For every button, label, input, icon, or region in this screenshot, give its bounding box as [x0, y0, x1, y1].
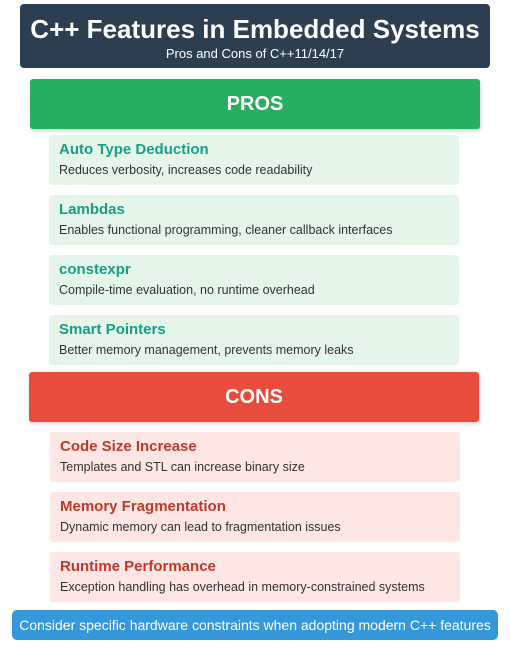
- pro-card-description: Reduces verbosity, increases code readab…: [59, 163, 313, 177]
- con-card-description: Exception handling has overhead in memor…: [60, 580, 425, 594]
- con-card-runtime-performance: Runtime Performance Exception handling h…: [50, 552, 460, 602]
- pro-card-title: Smart Pointers: [59, 321, 166, 338]
- con-card-title: Code Size Increase: [60, 438, 197, 455]
- con-card-memory-fragmentation: Memory Fragmentation Dynamic memory can …: [50, 492, 460, 542]
- pro-card-smart-pointers: Smart Pointers Better memory management,…: [49, 315, 459, 365]
- cons-heading: CONS: [29, 372, 479, 422]
- pro-card-constexpr: constexpr Compile-time evaluation, no ru…: [49, 255, 459, 305]
- pro-card-title: constexpr: [59, 261, 131, 278]
- con-card-code-size-increase: Code Size Increase Templates and STL can…: [50, 432, 460, 482]
- pro-card-description: Better memory management, prevents memor…: [59, 343, 354, 357]
- pro-card-title: Auto Type Deduction: [59, 141, 209, 158]
- footer-note: Consider specific hardware constraints w…: [12, 610, 498, 640]
- pro-card-description: Enables functional programming, cleaner …: [59, 223, 393, 237]
- pro-card-title: Lambdas: [59, 201, 125, 218]
- con-card-description: Dynamic memory can lead to fragmentation…: [60, 520, 341, 534]
- page-title: C++ Features in Embedded Systems: [30, 14, 480, 44]
- pros-heading: PROS: [30, 79, 480, 129]
- con-card-description: Templates and STL can increase binary si…: [60, 460, 305, 474]
- page-subtitle: Pros and Cons of C++11/14/17: [165, 46, 345, 61]
- pro-card-auto-type-deduction: Auto Type Deduction Reduces verbosity, i…: [49, 135, 459, 185]
- header: C++ Features in Embedded Systems Pros an…: [20, 4, 490, 68]
- pro-card-description: Compile-time evaluation, no runtime over…: [59, 283, 315, 297]
- con-card-title: Runtime Performance: [60, 558, 216, 575]
- pro-card-lambdas: Lambdas Enables functional programming, …: [49, 195, 459, 245]
- con-card-title: Memory Fragmentation: [60, 498, 226, 515]
